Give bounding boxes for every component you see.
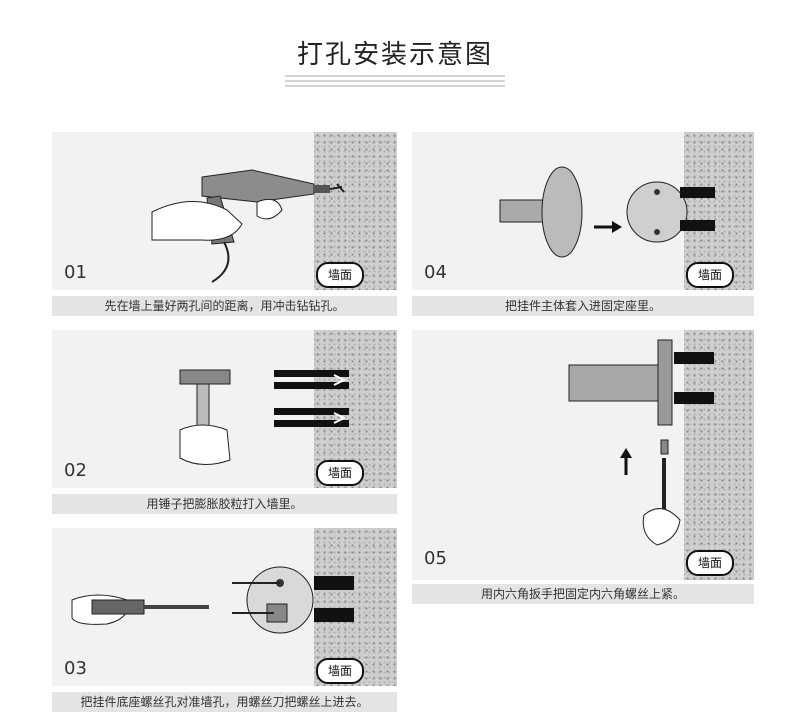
step-number: 05 — [424, 548, 447, 569]
step-03-panel: 03 墙面 — [52, 528, 397, 686]
step-caption: 把挂件底座螺丝孔对准墙孔，用螺丝刀把螺丝上进去。 — [52, 692, 397, 712]
wall-label: 墙面 — [316, 658, 364, 684]
wall-label: 墙面 — [686, 262, 734, 288]
step-number: 04 — [424, 262, 447, 283]
wall-label: 墙面 — [316, 460, 364, 486]
step-02-panel: 02 墙面 — [52, 330, 397, 488]
subtitle-decoration — [285, 72, 505, 88]
step-01-panel: 01 墙面 — [52, 132, 397, 290]
step-caption: 用内六角扳手把固定内六角螺丝上紧。 — [412, 584, 754, 604]
step-04-panel: 04 墙面 — [412, 132, 754, 290]
step-number: 03 — [64, 658, 87, 679]
step-caption: 用锤子把膨胀胶粒打入墙里。 — [52, 494, 397, 514]
page-title: 打孔安装示意图 — [0, 34, 790, 71]
step-number: 02 — [64, 460, 87, 481]
wall-label: 墙面 — [686, 550, 734, 576]
step-caption: 先在墙上量好两孔间的距离，用冲击钻钻孔。 — [52, 296, 397, 316]
step-05-panel: 05 墙面 — [412, 330, 754, 580]
wall-label: 墙面 — [316, 262, 364, 288]
step-number: 01 — [64, 262, 87, 283]
step-caption: 把挂件主体套入进固定座里。 — [412, 296, 754, 316]
wrench-illustration — [412, 330, 754, 580]
